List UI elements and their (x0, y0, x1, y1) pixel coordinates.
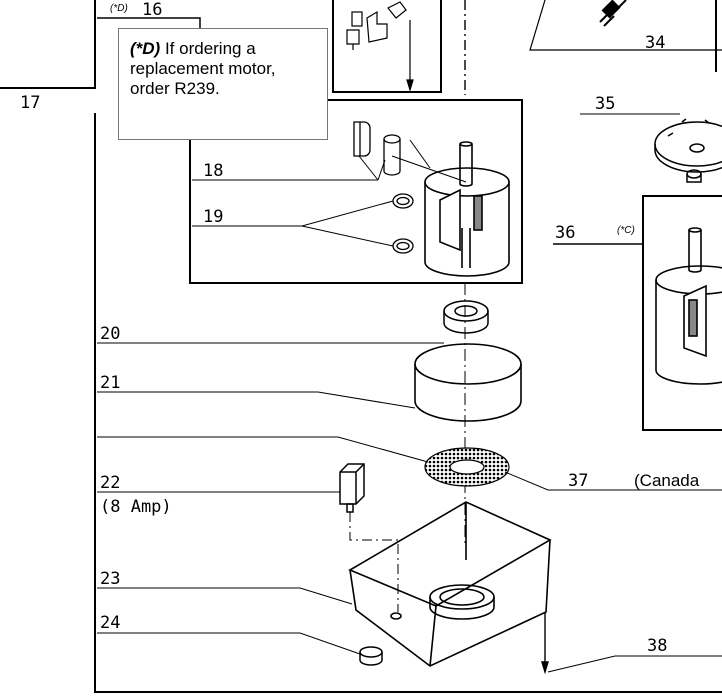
part-34-label: 34 (645, 33, 665, 53)
part-19-label: 19 (203, 207, 223, 227)
part-21-label: 21 (100, 373, 120, 393)
part-38-label: 38 (647, 636, 667, 656)
leader-unlabeled (97, 436, 429, 463)
part-23-label: 23 (100, 569, 120, 589)
brush-parts (353, 121, 414, 254)
part-36-label: 36 (555, 223, 575, 243)
leader-18 (192, 139, 467, 183)
screw (541, 612, 549, 675)
cord-box (529, 0, 722, 51)
part-18-label: 18 (203, 161, 223, 181)
leader-38 (547, 655, 722, 673)
right-inset-box (642, 195, 722, 431)
mesh-gasket (424, 447, 510, 487)
note-code: (*D) (130, 39, 161, 58)
rubber-foot (359, 646, 383, 666)
power-cord-icon (599, 0, 627, 27)
part-35-label: 35 (595, 94, 615, 114)
leader-23 (97, 587, 353, 605)
frame-16-line (97, 17, 201, 30)
part-20-label: 20 (100, 324, 120, 344)
part-37-label: 37 (568, 471, 588, 491)
leader-19 (192, 200, 394, 247)
note-text: If ordering a replacement motor, order R… (130, 39, 276, 98)
leader-24 (97, 632, 361, 655)
cylinder-ring (414, 343, 522, 422)
motor-cap (654, 118, 722, 183)
right-motor-cutaway (655, 227, 722, 385)
top-inset-box (332, 0, 442, 93)
leader-37 (504, 471, 722, 491)
part-24-label: 24 (100, 613, 120, 633)
fuse-component (339, 463, 365, 513)
part-17-label: 17 (20, 93, 40, 113)
leader-21 (97, 391, 416, 409)
part-22-label: 22 (100, 473, 120, 493)
part-37-region: (Canada (634, 471, 700, 490)
motor-inset-box (189, 99, 523, 284)
bushing (443, 300, 489, 334)
part-22-rating: (8 Amp) (100, 497, 172, 517)
replacement-motor-note: (*D) If ordering a replacement motor, or… (118, 28, 328, 140)
motor-cutaway (424, 141, 510, 277)
part-16-label: 16 (142, 0, 162, 20)
fuse-axis (349, 512, 399, 612)
part-16-ref: (*D) (110, 3, 128, 14)
base-housing (348, 501, 552, 667)
part-36-ref: (*C) (617, 225, 635, 236)
top-inset-parts (346, 1, 414, 93)
